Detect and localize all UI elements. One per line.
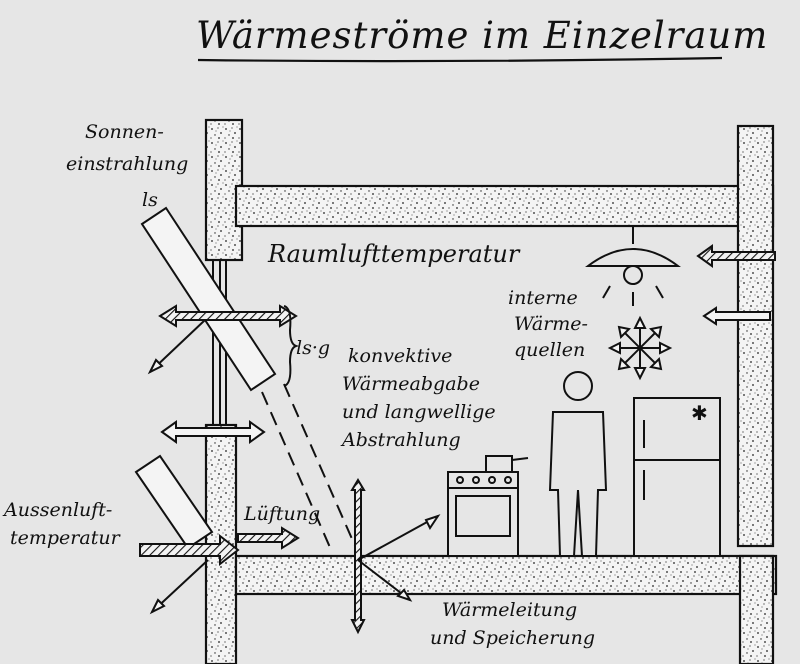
ceiling-lamp-icon <box>585 226 681 306</box>
label-outside-2: temperatur <box>10 527 122 549</box>
label-sun-line2: einstrahlung <box>66 153 188 175</box>
label-outside-1: Aussenluft- <box>2 499 112 521</box>
label-internal-1: interne <box>508 287 578 309</box>
outside-heat-arrows <box>139 526 300 615</box>
label-storage-1: Wärmeleitung <box>442 599 577 621</box>
right-wall-lower <box>738 554 775 664</box>
ceiling-slab <box>234 184 775 228</box>
floor-slab <box>234 554 778 596</box>
label-convection-2: Wärmeabgabe <box>342 373 480 395</box>
label-room-air-temperature: Raumlufttemperatur <box>267 240 521 268</box>
label-bracket-mark: ls·g <box>296 337 330 359</box>
label-internal-2: Wärme- <box>514 313 588 335</box>
label-ventilation: Lüftung <box>243 503 320 525</box>
label-sun-mark: ls <box>142 189 158 211</box>
sun-ray-icon <box>134 206 277 550</box>
label-storage-2: und Speicherung <box>430 627 595 649</box>
label-convection-3: und langwellige <box>342 401 496 423</box>
fridge-icon: ✱ <box>633 397 721 557</box>
transmitted-ray <box>261 383 357 553</box>
label-convection-1: konvektive <box>348 345 452 367</box>
floor-heat-arrows <box>350 478 441 635</box>
label-sun-line1: Sonnen- <box>85 121 164 143</box>
stove-icon <box>447 455 529 557</box>
label-internal-3: quellen <box>514 339 585 361</box>
svg-text:✱: ✱ <box>691 401 708 425</box>
window-heat-arrows <box>147 304 298 444</box>
right-wall-arrows <box>696 244 776 326</box>
title-underline <box>197 56 723 63</box>
label-convection-4: Abstrahlung <box>340 429 461 451</box>
person-icon <box>548 371 608 557</box>
bracket <box>283 305 300 387</box>
right-wall <box>736 124 775 548</box>
building-structure <box>204 118 778 664</box>
heat-burst-icon <box>607 315 673 381</box>
diagram-title: Wärmeströme im Einzelraum <box>196 14 768 57</box>
